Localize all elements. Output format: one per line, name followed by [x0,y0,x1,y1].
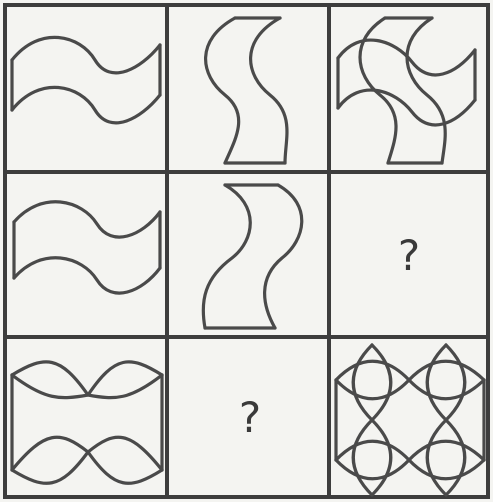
cell-r2c1-horizontal-wave-band [14,202,160,293]
cell-r3c1-horizontal-lens-chain [12,362,162,483]
missing-answer-mark-1: ? [398,231,420,280]
cell-r1c2-vertical-wave-band [206,18,287,163]
cell-r1c3-overlaid-wave-bands [338,18,475,163]
cell-r1c1-horizontal-wave-band [12,37,160,123]
cell-r3c3-overlaid-lens-flower [336,345,484,495]
missing-answer-mark-2: ? [239,393,261,442]
cell-r2c2-vertical-wave-band [203,185,301,328]
